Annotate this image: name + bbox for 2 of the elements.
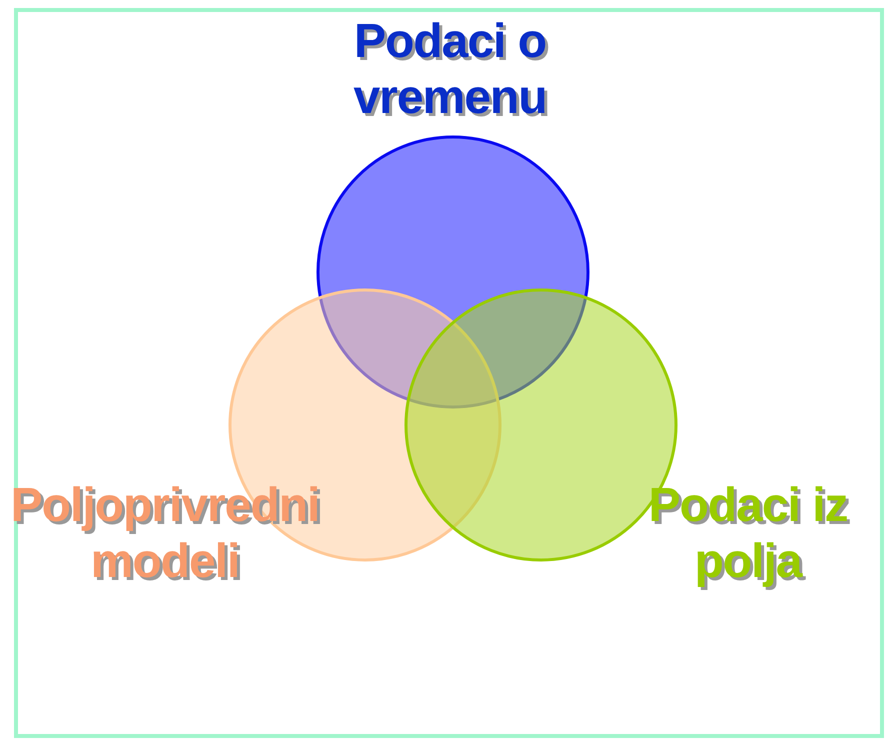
circle-label: Podaci o vremenu — [352, 14, 548, 126]
circle-label: Podaci iz polja — [647, 478, 849, 590]
